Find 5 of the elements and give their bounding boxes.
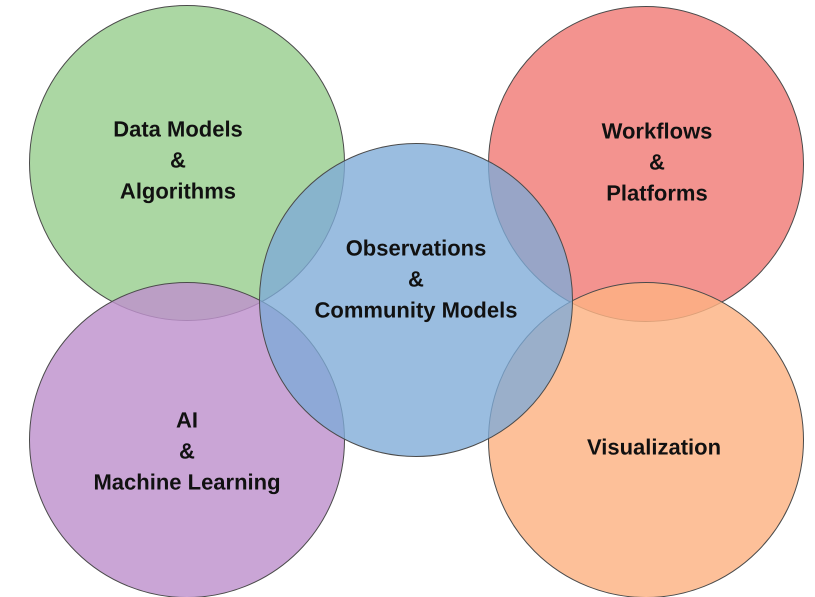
circle-label: Data Models & Algorithms	[113, 116, 243, 206]
circle-label: Visualization	[586, 434, 722, 462]
circle-label: Workflows & Platforms	[602, 118, 712, 208]
circle-label: Observations & Community Models	[314, 234, 518, 324]
circle-label: AI & Machine Learning	[93, 406, 281, 496]
